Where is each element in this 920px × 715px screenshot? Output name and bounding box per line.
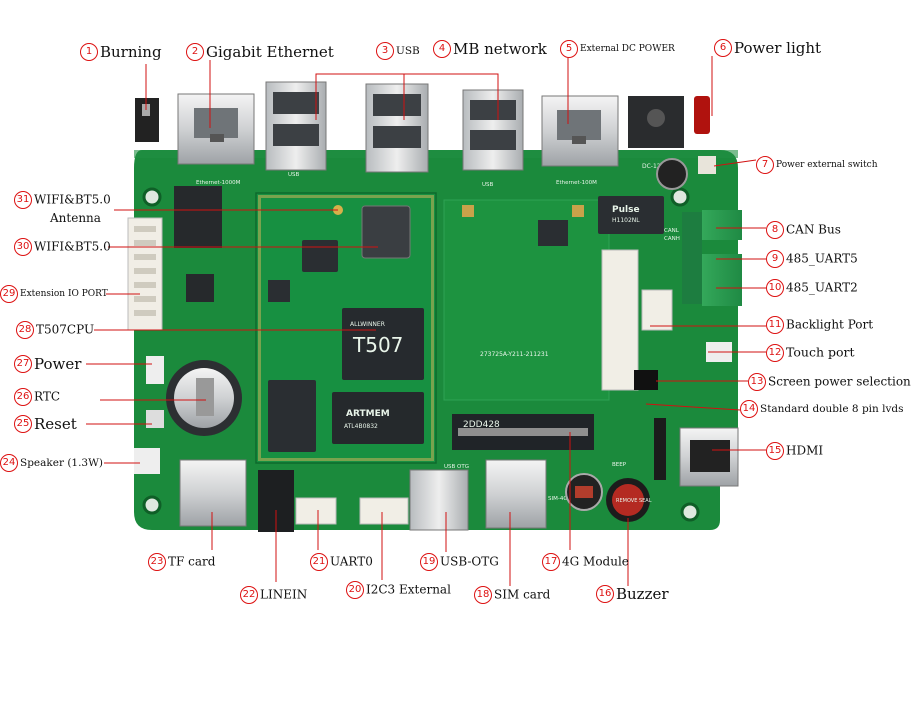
silkscreen-pulse-part: H1102NL — [612, 217, 640, 224]
ethernet-1000m-jack — [177, 93, 255, 165]
power-led — [694, 96, 710, 134]
silkscreen-usb: USB — [482, 182, 494, 188]
wifi-module — [361, 205, 411, 259]
silkscreen-buzzer-mark: REMOVE SEAL — [616, 498, 652, 504]
silkscreen-cpu-brand: ALLWINNER — [350, 321, 385, 328]
silkscreen-pcie-slot: 2DD428 — [463, 420, 500, 430]
silkscreen-memory-brand: ARTMEM — [346, 409, 390, 419]
leader-lines — [86, 56, 766, 586]
silkscreen-pulse-brand: Pulse — [612, 205, 640, 215]
silkscreen-dc-12v: DC-12V — [642, 163, 666, 170]
silkscreen-can-l: CANL — [664, 228, 680, 234]
terminal-blocks — [682, 210, 742, 306]
silkscreen-sim-4g: SIM-4G — [548, 496, 568, 502]
tf-slot — [179, 459, 247, 527]
silkscreen-beep: BEEP — [612, 462, 627, 468]
memory-chip — [332, 392, 424, 444]
silkscreen-memory-part: ATL4B0832 — [344, 423, 378, 430]
silkscreen-ethernet-1000m: Ethernet-1000M — [196, 180, 241, 186]
silkscreen-cpu-model: T507 — [352, 333, 403, 357]
silkscreen-pcb-code: 273725A-Y211-211231 — [480, 351, 549, 358]
cpu-chip — [342, 308, 424, 380]
usb-stack-2 — [365, 83, 429, 173]
usb-stack-3 — [462, 89, 524, 171]
lvds-header — [601, 249, 639, 391]
ethernet-100m-jack — [541, 95, 619, 167]
pulse-transformer — [598, 196, 664, 234]
silkscreen-usb: USB — [288, 172, 300, 178]
label-wifi-bt-antenna-line2: Antenna — [50, 211, 101, 225]
silkscreen-can-h: CANH — [664, 236, 680, 242]
usb-otg-jack — [409, 469, 469, 531]
sim-slot — [485, 459, 547, 529]
silkscreen-usb-otg: USB OTG — [444, 464, 469, 470]
usb-stack-1 — [265, 81, 327, 171]
silkscreen-ethernet-100m: Ethernet-100M — [556, 180, 597, 186]
